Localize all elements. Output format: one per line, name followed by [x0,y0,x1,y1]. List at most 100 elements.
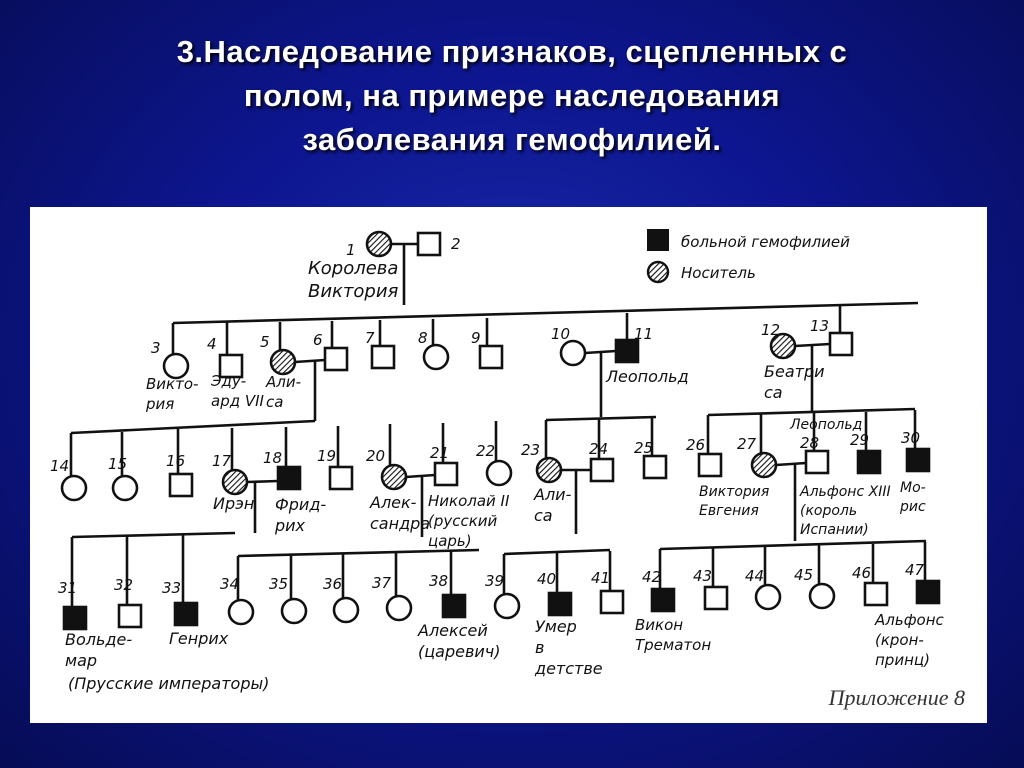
title-line-3: заболевания гемофилией. [302,122,722,157]
label-alice-5-line-1: Али- [265,373,301,391]
person-29-affected-male [856,449,882,475]
label-alfonso-47-line-2: (крон- [875,631,924,649]
person-number-28: 28 [800,434,819,452]
pedigree-line [545,415,657,422]
person-19-healthy-male [328,465,354,491]
person-number-17: 17 [212,452,232,470]
person-46-healthy-male [863,581,889,607]
person-41-healthy-male [599,589,625,615]
person-39-healthy-female [493,592,521,620]
person-31-affected-male [62,605,88,631]
person-number-43: 43 [693,567,712,585]
pedigree-line [794,342,831,348]
person-10-healthy-female [559,339,587,367]
label-friedrich-18-line-1: Фрид- [275,495,326,514]
person-14-healthy-female [60,474,88,502]
label-prussian-emperors: (Прусские императоры) [68,674,269,693]
legend-affected-label: больной гемофилией [681,233,850,251]
label-alfonso-xiii-28-line-1: Альфонс XIII [799,484,891,500]
legend-carrier-label: Носитель [681,264,756,282]
slide-title: 3.Наследование признаков, сцепленных с п… [40,30,984,162]
label-died-in-childhood-40-line-1: Умер [535,617,577,636]
label-viscount-tremanton-42-line-2: Трематон [635,636,711,654]
person-23-carrier-female [535,456,563,484]
label-edward-4-line-2: ард VII [211,392,265,410]
person-38-affected-male [441,593,467,619]
person-3-healthy-female [162,352,190,380]
person-40-affected-male [547,591,573,617]
pedigree-line [70,419,316,435]
label-queen-victoria-line-2: Виктория [308,281,399,302]
label-viscount-tremanton-42-line-1: Викон [635,616,683,634]
person-number-7: 7 [365,329,375,347]
person-44-healthy-female [754,583,782,611]
person-number-9: 9 [471,329,481,347]
pedigree-lines [69,242,927,607]
person-number-12: 12 [761,321,780,339]
label-victoria-3-line-1: Викто- [146,375,198,393]
person-25-healthy-male [642,454,668,480]
label-leopold-prince: Леопольд [789,417,862,433]
label-victoria-eugenia-27-line-1: Виктория [699,484,769,500]
person-number-38: 38 [429,572,448,590]
pedigree-line [405,473,436,479]
person-22-healthy-female [485,459,513,487]
person-43-healthy-male [703,585,729,611]
person-number-22: 22 [476,442,495,460]
person-36-healthy-female [332,596,360,624]
pedigree-line [294,358,326,364]
individual-symbols [60,230,941,631]
person-number-40: 40 [537,570,556,588]
person-2-healthy-male [416,231,442,257]
person-15-healthy-female [111,474,139,502]
label-edward-4-line-1: Эду- [210,372,246,390]
person-32-healthy-male [117,603,143,629]
label-nicholas-21-line-2: (русский [428,512,498,530]
label-alfonso-47-line-1: Альфонс [874,611,944,629]
label-victoria-3-line-2: рия [145,395,174,413]
label-waldemar-31-line-1: Вольде- [65,630,132,649]
person-21-healthy-male [433,461,459,487]
label-alfonso-xiii-28-line-3: Испании) [800,522,869,538]
person-45-healthy-female [808,582,836,610]
person-7-healthy-male [370,344,396,370]
person-number-1: 1 [346,241,356,259]
label-beatrice-12-line-1: Беатри [764,362,825,381]
pedigree-line [237,548,480,558]
person-33-affected-male [173,601,199,627]
label-victoria-eugenia-27-line-2: Евгения [699,503,759,519]
label-died-in-childhood-40-line-2: в [535,638,544,657]
person-number-36: 36 [323,575,342,593]
person-number-16: 16 [166,452,185,470]
person-16-healthy-male [168,472,194,498]
person-13-healthy-male [828,331,854,357]
pedigree-line [503,548,611,556]
person-number-39: 39 [485,572,504,590]
person-24-healthy-male [589,457,615,483]
label-friedrich-18-line-2: рих [274,516,306,535]
person-35-healthy-female [280,597,308,625]
label-maurice-30-line-2: рис [899,499,926,515]
label-alice-5-line-2: са [266,393,283,411]
person-37-healthy-female [385,594,413,622]
person-17-carrier-female [221,468,249,496]
person-number-13: 13 [810,317,829,335]
person-number-30: 30 [901,429,920,447]
person-number-5: 5 [260,333,270,351]
title-line-1: 3.Наследование признаков, сцепленных с [176,34,848,69]
label-alfonso-xiii-28-line-2: (король [800,503,857,519]
person-6-healthy-male [323,346,349,372]
person-number-3: 3 [151,339,161,357]
label-nicholas-21-line-1: Николай II [428,492,510,510]
person-number-2: 2 [451,235,461,253]
label-queen-victoria-line-1: Королева [308,258,398,279]
person-number-24: 24 [589,440,608,458]
person-number-15: 15 [108,455,127,473]
person-number-20: 20 [366,447,385,465]
person-number-6: 6 [313,331,323,349]
label-alexandra-20-line-1: Алек- [369,493,417,512]
person-20-carrier-female [380,463,408,491]
label-nicholas-21-line-3: царь) [428,532,472,550]
